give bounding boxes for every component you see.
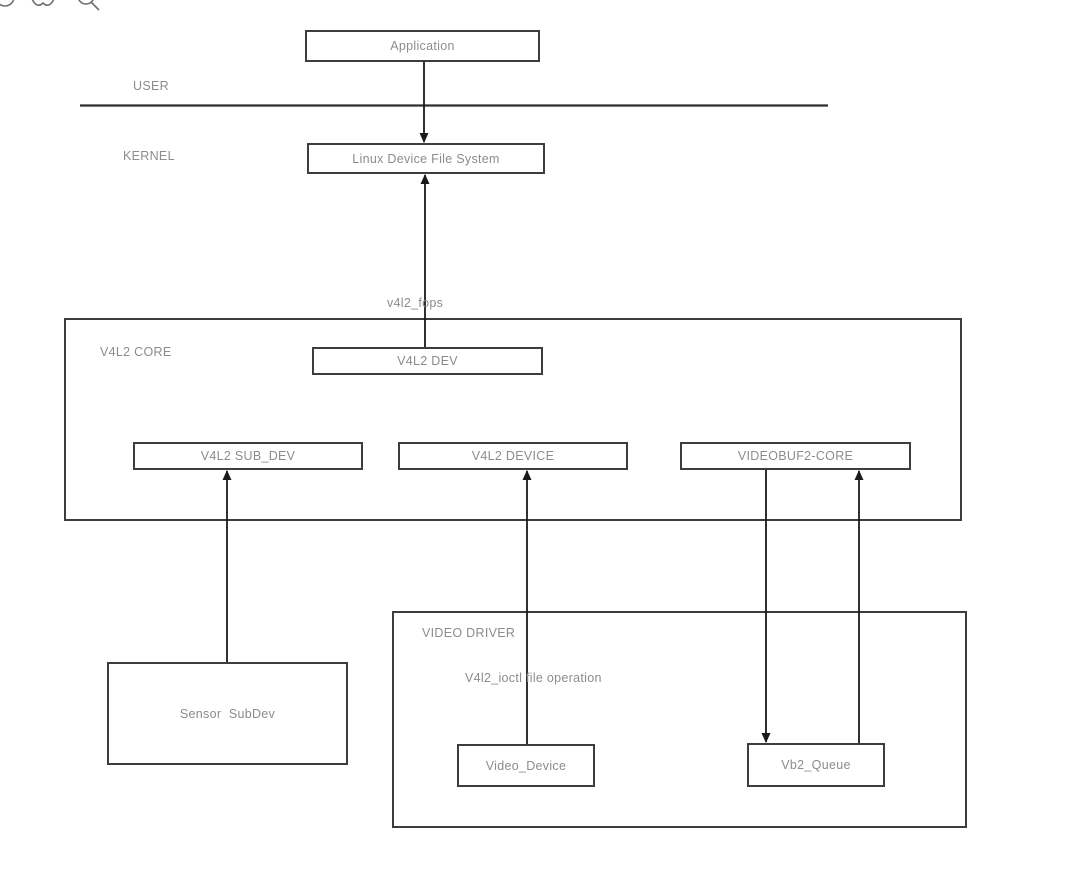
node-label: Application (390, 39, 455, 53)
video-driver-label: VIDEO DRIVER (422, 626, 516, 640)
v4l2-core-label: V4L2 CORE (100, 345, 172, 359)
toolbar (0, 0, 100, 11)
node-linux-device-file-system[interactable]: Linux Device File System (307, 143, 545, 174)
node-v4l2-dev[interactable]: V4L2 DEV (312, 347, 543, 375)
pan-tool-icon[interactable] (0, 0, 15, 7)
v4l2-fops-label: v4l2_fops (387, 296, 444, 310)
node-v4l2-sub-dev[interactable]: V4L2 SUB_DEV (133, 442, 363, 470)
node-videobuf2-core[interactable]: VIDEOBUF2-CORE (680, 442, 911, 470)
node-label: VIDEOBUF2-CORE (737, 449, 854, 463)
node-application[interactable]: Application (305, 30, 540, 62)
video-driver-container[interactable] (392, 611, 967, 828)
zoom-tool-icon[interactable] (78, 0, 100, 11)
node-label: Linux Device File System (352, 151, 500, 166)
user-layer-label: USER (133, 79, 169, 93)
node-label: Vb2_Queue (781, 758, 851, 772)
kernel-layer-label: KERNEL (123, 149, 175, 163)
node-sensor-subdev[interactable]: Sensor SubDev (107, 662, 348, 765)
shape-tool-icon[interactable] (31, 0, 55, 7)
node-label: V4L2 DEV (397, 354, 458, 368)
node-label: Sensor SubDev (179, 706, 276, 721)
node-video-device[interactable]: Video_Device (457, 744, 595, 787)
v4l2-ioctl-label: V4l2_ioctl file operation (465, 671, 602, 685)
node-label: Video_Device (485, 758, 567, 773)
node-label: V4L2 SUB_DEV (200, 449, 296, 463)
node-v4l2-device[interactable]: V4L2 DEVICE (398, 442, 628, 470)
node-label: V4L2 DEVICE (471, 449, 555, 463)
v4l2-core-container[interactable] (64, 318, 962, 521)
node-vb2-queue[interactable]: Vb2_Queue (747, 743, 885, 787)
